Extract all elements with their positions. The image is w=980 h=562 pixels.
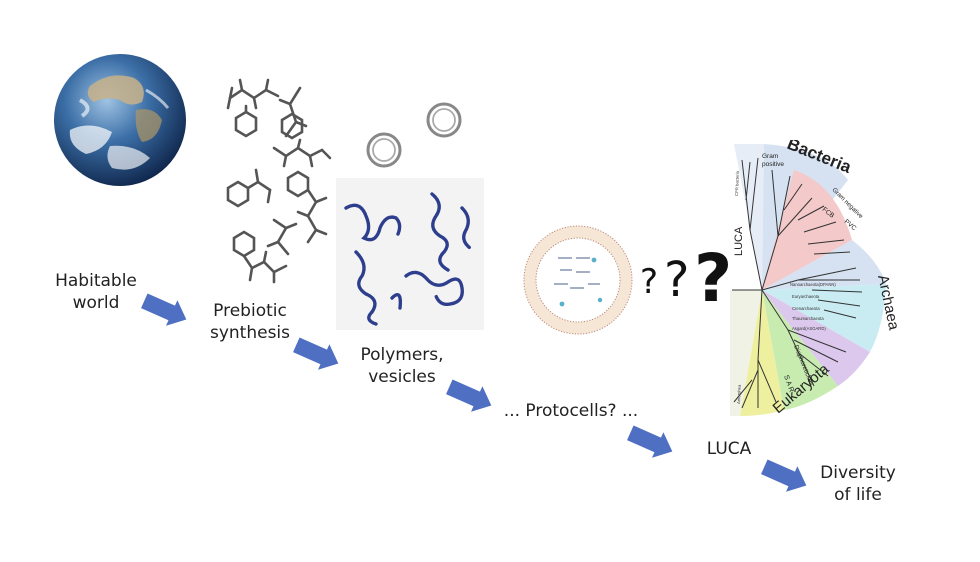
arrow-5 <box>758 454 813 499</box>
earth-globe <box>54 54 186 186</box>
stage-label-line: Polymers, <box>360 345 444 365</box>
tree-label-gram: Gram <box>762 153 778 160</box>
stage-label-habitable-world: Habitable world <box>46 270 146 314</box>
question-mark-medium: ? <box>664 252 690 308</box>
tree-of-life: Bacteria Archaea Eukaryota LUCA Gram pos… <box>730 140 902 417</box>
stage-label-line: Prebiotic <box>213 301 287 321</box>
stage-label-diversity-of-life: Diversity of life <box>808 462 908 506</box>
stage-label-polymers-vesicles: Polymers, vesicles <box>352 344 452 388</box>
polymers-panel <box>336 178 484 330</box>
tree-label-amorphea: Amorphea <box>736 384 742 404</box>
stage-label-line: of life <box>834 485 882 505</box>
stage-label-line: Diversity <box>820 463 896 483</box>
protocell <box>523 225 633 335</box>
tree-label-cpr: CPR bacteria <box>734 170 740 196</box>
tree-tip-archaea-2: Euryarchaeota <box>792 294 820 299</box>
stage-label-line: Habitable <box>55 271 137 291</box>
question-mark-large: ? <box>694 240 733 317</box>
tree-tip-archaea-4: Thaumarchaeota <box>792 316 824 321</box>
tree-tip-archaea-3: Crenarchaeota <box>792 306 820 311</box>
tree-label-gram-positive: positive <box>762 161 784 168</box>
arrow-1 <box>138 288 193 333</box>
tree-tip-archaea-5: Asgard(ASGARD) <box>792 326 826 331</box>
question-mark-small: ? <box>640 262 659 302</box>
stage-label-line: vesicles <box>368 367 436 387</box>
arrow-4 <box>624 420 679 465</box>
stage-label-prebiotic-synthesis: Prebiotic synthesis <box>196 300 304 344</box>
vesicles <box>366 102 462 168</box>
prebiotic-molecules <box>226 78 332 284</box>
stage-label-luca: LUCA <box>706 439 752 459</box>
stage-label-line: synthesis <box>209 323 291 343</box>
tree-label-luca: LUCA <box>733 226 745 256</box>
tree-tip-archaea-1: Nanoarchaeota(DPANN) <box>790 282 836 287</box>
stage-label-line: world <box>72 293 120 313</box>
stage-label-protocells: ... Protocells? ... <box>503 401 639 421</box>
